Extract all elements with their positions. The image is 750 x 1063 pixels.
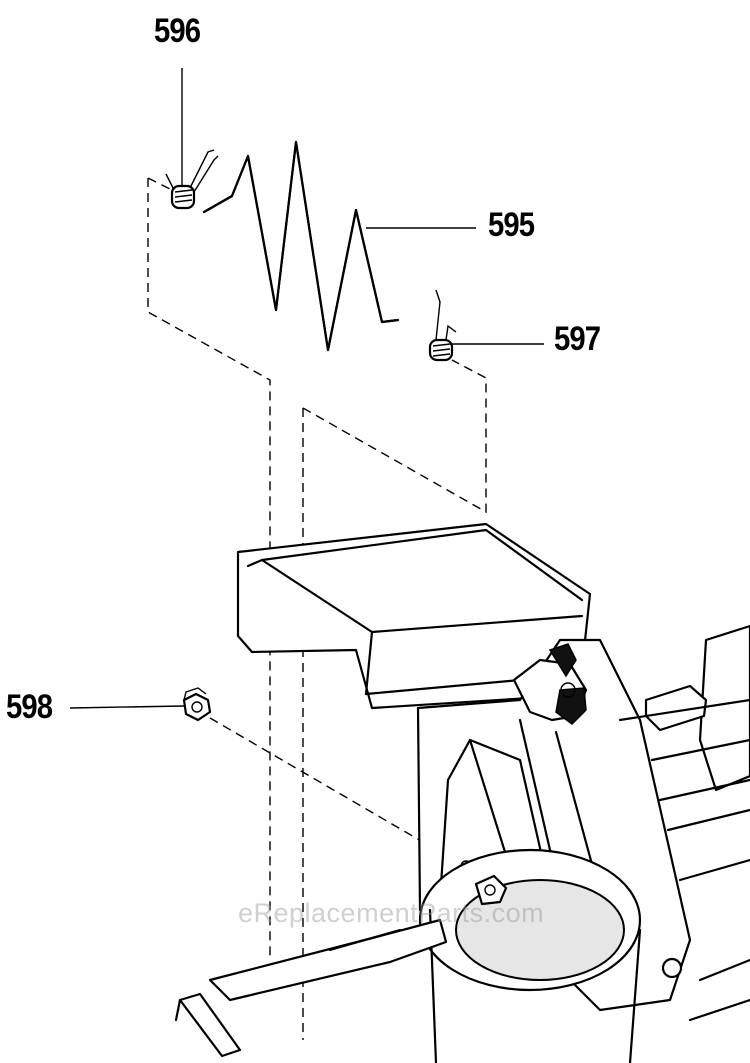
part-595-wire-spring[interactable] xyxy=(202,140,400,352)
watermark-text: eReplacementParts.com xyxy=(238,898,545,928)
chute-deflector-hood xyxy=(236,522,592,710)
engine-housing-partial xyxy=(618,624,750,1022)
chute-base-ring xyxy=(418,848,683,1063)
callout-595: 595 xyxy=(488,206,535,244)
callout-598: 598 xyxy=(6,688,53,726)
part-596-torsion-spring[interactable] xyxy=(165,149,219,210)
assembly-guide-lines xyxy=(147,177,487,1040)
callout-leader-lines xyxy=(69,68,544,709)
chute-lock-handle xyxy=(512,643,588,725)
callout-596: 596 xyxy=(154,12,201,50)
callout-597: 597 xyxy=(554,320,601,358)
chute-bracket-linkage xyxy=(174,918,448,1058)
part-598-hex-nut[interactable] xyxy=(182,687,212,722)
part-597-torsion-spring[interactable] xyxy=(428,289,457,362)
